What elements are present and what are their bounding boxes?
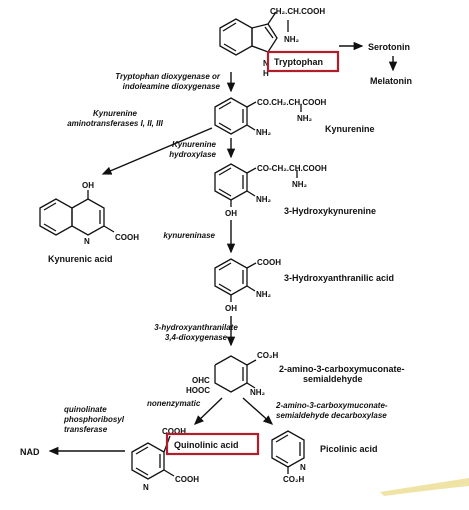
tryptophan-structure: CH₂.CH.COOH NH₂ N H bbox=[219, 7, 325, 78]
kyn-side-amino: NH₂ bbox=[297, 114, 313, 123]
qa-carboxyl: COOH bbox=[175, 475, 199, 484]
3hk-side-chain: CO-CH₂.CH.COOH bbox=[257, 164, 327, 173]
kyna-hydroxyl: OH bbox=[82, 181, 94, 190]
kat-label-line2: aminotransferases I, II, III bbox=[67, 119, 163, 128]
acms-label-line1: 2-amino-3-carboxymuconate- bbox=[279, 364, 405, 374]
kynurenine-label: Kynurenine bbox=[325, 124, 375, 134]
quinolinic-acid-label: Quinolinic acid bbox=[174, 440, 239, 450]
qprt-label-line1: quinolinate bbox=[64, 405, 107, 414]
quinolinic-acid-structure: COOH N COOH bbox=[131, 427, 199, 492]
kynurenic-acid-label: Kynurenic acid bbox=[48, 254, 113, 264]
arrow-acms-to-quinolinic bbox=[193, 397, 223, 425]
trp-ring-nitrogen: N bbox=[263, 59, 269, 68]
picolinic-acid-label: Picolinic acid bbox=[320, 444, 378, 454]
hydroxyanthranilic-acid-label: 3-Hydroxyanthranilic acid bbox=[284, 273, 394, 283]
tryptophan-label: Tryptophan bbox=[274, 57, 323, 67]
kynurenine-structure: CO.CH₂.CH.COOH NH₂ NH₂ bbox=[214, 97, 327, 137]
tdo-label-line2: indoleamine dioxygenase bbox=[123, 82, 221, 91]
hydroxyanthranilic-acid-structure: COOH NH₂ OH bbox=[214, 258, 281, 313]
kat-label-line1: Kynurenine bbox=[93, 109, 138, 118]
kmo-label-line1: Kynurenine bbox=[172, 140, 217, 149]
acms-carboxyl-left: HOOC bbox=[186, 386, 210, 395]
qprt-label-line2: phosphoribosyl bbox=[63, 415, 125, 424]
melatonin-label: Melatonin bbox=[370, 76, 412, 86]
acmsd-label-line2: semialdehyde decarboxylase bbox=[276, 411, 387, 420]
kyna-nitrogen: N bbox=[84, 237, 90, 246]
3hk-side-amino: NH₂ bbox=[292, 180, 308, 189]
haao-label-line1: 3-hydroxyanthranilate bbox=[154, 323, 238, 332]
hydroxykynurenine-label: 3-Hydroxykynurenine bbox=[284, 206, 376, 216]
kyna-carboxyl: COOH bbox=[115, 233, 139, 242]
arrow-kyn-to-kyna bbox=[101, 127, 213, 175]
acms-label-line2: semialdehyde bbox=[303, 374, 363, 384]
tdo-label-line1: Tryptophan dioxygenase or bbox=[115, 72, 221, 81]
acms-amino: NH₂ bbox=[250, 388, 266, 397]
acms-structure: CO₂H OHC HOOC NH₂ bbox=[186, 351, 279, 397]
acmsd-label-line1: 2-amino-3-carboxymuconate- bbox=[275, 401, 388, 410]
qa-carboxyl-top: COOH bbox=[162, 427, 186, 436]
pa-nitrogen: N bbox=[300, 463, 306, 472]
3haa-hydroxyl: OH bbox=[225, 304, 237, 313]
3hk-ring-amino: NH₂ bbox=[256, 195, 272, 204]
trp-amino-group: NH₂ bbox=[284, 35, 300, 44]
trp-ring-hydrogen: H bbox=[263, 69, 269, 78]
3hk-hydroxyl: OH bbox=[225, 209, 237, 218]
acms-aldehyde: OHC bbox=[192, 376, 210, 385]
nad-label: NAD bbox=[20, 447, 40, 457]
kynurenic-acid-structure: OH N COOH bbox=[39, 181, 139, 246]
3haa-carboxyl: COOH bbox=[257, 258, 281, 267]
acms-carboxyl-top: CO₂H bbox=[257, 351, 279, 360]
tryptophan-highlight-box bbox=[266, 50, 340, 73]
3haa-amino: NH₂ bbox=[256, 290, 272, 299]
hydroxykynurenine-structure: CO-CH₂.CH.COOH NH₂ NH₂ OH bbox=[214, 163, 327, 218]
trp-side-chain: CH₂.CH.COOH bbox=[270, 7, 325, 16]
qa-nitrogen: N bbox=[143, 483, 149, 492]
haao-label-line2: 3,4-dioxygenase bbox=[165, 333, 228, 342]
kyn-side-chain: CO.CH₂.CH.COOH bbox=[257, 98, 327, 107]
kynureninase-label: kynureninase bbox=[163, 231, 215, 240]
decorative-swoosh bbox=[380, 478, 469, 496]
nonenzymatic-label: nonenzymatic bbox=[147, 399, 201, 408]
arrow-acms-to-picolinic bbox=[242, 397, 274, 425]
serotonin-label: Serotonin bbox=[368, 42, 410, 52]
quinolinic-acid-highlight-box bbox=[165, 432, 260, 456]
picolinic-acid-structure: CO₂H N bbox=[271, 430, 306, 484]
qprt-label-line3: transferase bbox=[64, 425, 108, 434]
kmo-label-line2: hydroxylase bbox=[169, 150, 216, 159]
pa-carboxyl: CO₂H bbox=[283, 475, 305, 484]
kyn-ring-amino: NH₂ bbox=[256, 128, 272, 137]
